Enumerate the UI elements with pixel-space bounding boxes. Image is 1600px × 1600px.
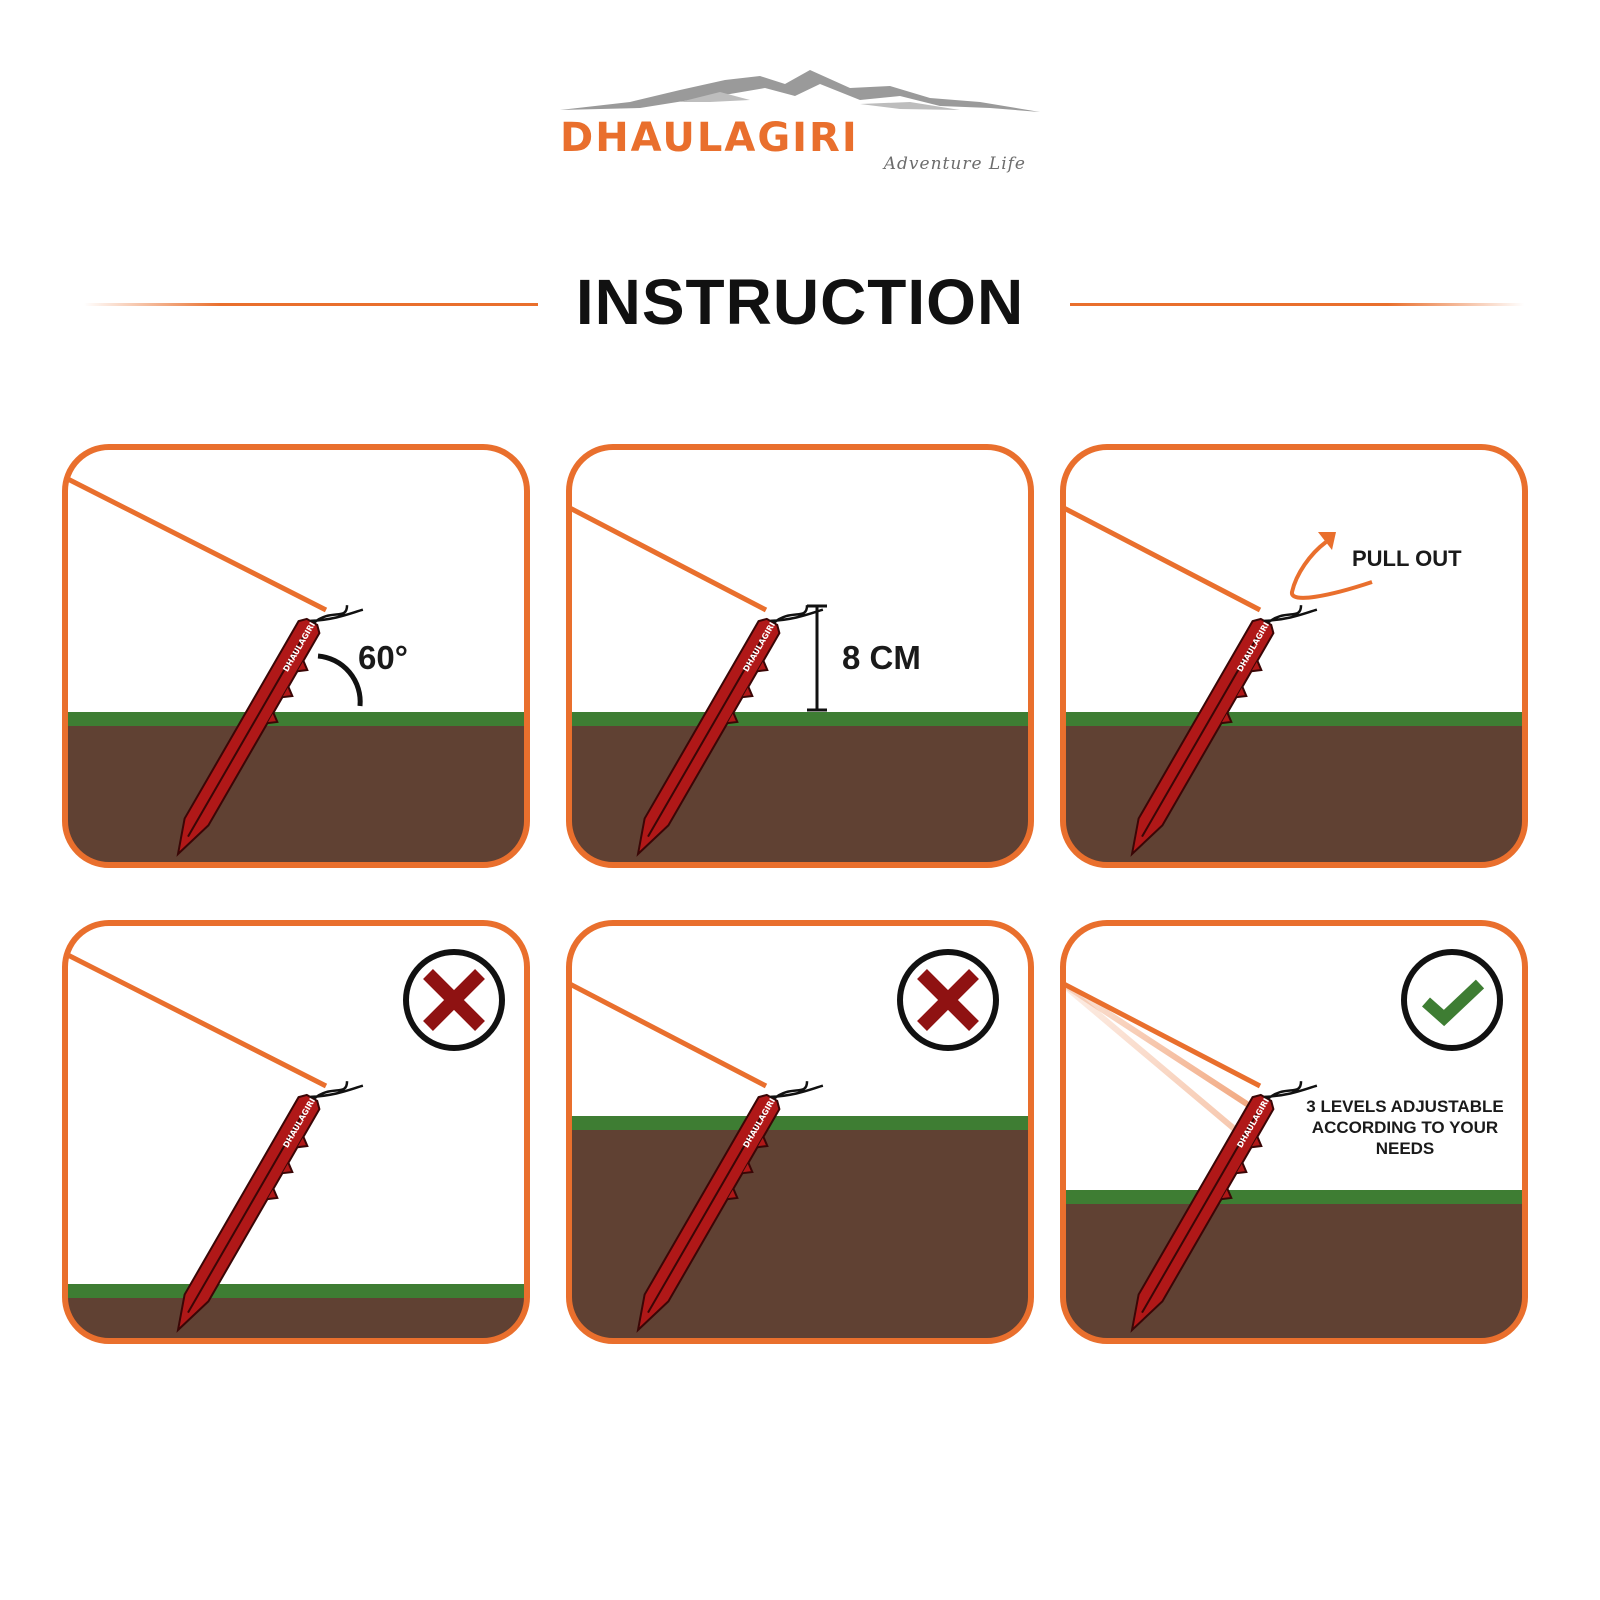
guy-line: [1063, 979, 1262, 1089]
pull-cord: [1290, 540, 1373, 600]
guy-line-level-3: [1063, 979, 1240, 1135]
soil: [65, 1298, 527, 1341]
brand-tagline: Adventure Life: [883, 154, 1026, 174]
panel-5-illustration: DHAULAGIRI: [566, 920, 1034, 1344]
instruction-panel-5: DHAULAGIRI: [566, 920, 1034, 1344]
instruction-panel-6: DHAULAGIRI 3 LEVELS ADJUSTABLE ACCORDING…: [1060, 920, 1528, 1344]
soil: [65, 726, 527, 865]
guy-line: [65, 949, 328, 1089]
instruction-panel-1: DHAULAGIRI 60°: [62, 444, 530, 868]
tent-peg: DHAULAGIRI: [636, 605, 824, 857]
check-icon: [1401, 949, 1503, 1051]
angle-arc: [317, 653, 363, 707]
title-rule-right: [1070, 303, 1524, 306]
grass-strip: [569, 1116, 1031, 1130]
brand-logo: DHAULAGIRI Adventure Life: [560, 62, 1040, 174]
soil: [569, 726, 1031, 865]
brand-name: DHAULAGIRI: [560, 115, 859, 161]
grass-strip: [65, 712, 527, 726]
height-dimension: [807, 604, 827, 712]
panel-1-illustration: DHAULAGIRI: [62, 444, 530, 868]
instruction-panel-2: DHAULAGIRI 8 CM: [566, 444, 1034, 868]
grass-strip: [569, 712, 1031, 726]
panel-3-illustration: DHAULAGIRI: [1060, 444, 1528, 868]
soil: [1063, 1204, 1525, 1341]
depth-label: 8 CM: [842, 639, 921, 676]
instruction-panel-4: DHAULAGIRI: [62, 920, 530, 1344]
panel-4-illustration: DHAULAGIRI: [62, 920, 530, 1344]
grass-strip: [65, 1284, 527, 1298]
cross-icon: [897, 949, 999, 1051]
guy-line-level-2: [1063, 979, 1252, 1109]
adjustable-label: 3 LEVELS ADJUSTABLE ACCORDING TO YOUR NE…: [1306, 1097, 1504, 1158]
soil: [1063, 726, 1525, 865]
panel-6-illustration: DHAULAGIRI: [1060, 920, 1528, 1344]
grass-strip: [1063, 712, 1525, 726]
instruction-panel-3: DHAULAGIRI PULL OUT: [1060, 444, 1528, 868]
soil: [569, 1130, 1031, 1341]
page-title: INSTRUCTION: [575, 266, 1025, 338]
title-rule-left: [84, 303, 538, 306]
guy-line: [65, 473, 328, 613]
pull-out-label: PULL OUT: [1352, 546, 1462, 571]
guy-line: [1063, 503, 1262, 613]
guy-line: [569, 979, 768, 1089]
grass-strip: [1063, 1190, 1525, 1204]
angle-label: 60°: [358, 639, 408, 676]
arrow-up-icon: [1318, 532, 1336, 550]
cross-icon: [403, 949, 505, 1051]
guy-line: [569, 503, 768, 613]
panel-2-illustration: DHAULAGIRI: [566, 444, 1034, 868]
mountain-icon: [560, 70, 1040, 112]
